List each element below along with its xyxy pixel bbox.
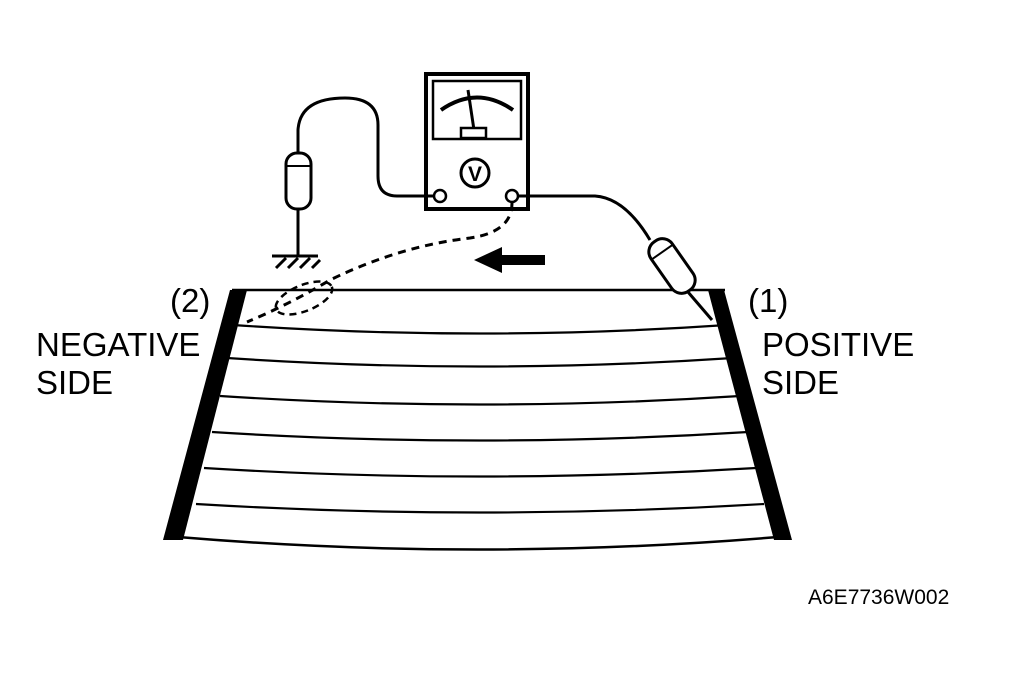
moving-probe-dashed xyxy=(274,280,334,316)
window-bottom-edge xyxy=(177,535,779,551)
positive-bus-bar xyxy=(708,290,792,540)
heating-line xyxy=(226,356,734,368)
heating-line xyxy=(195,502,765,514)
negative-side-label-line2: SIDE xyxy=(36,364,114,401)
voltmeter-needle xyxy=(466,89,476,131)
positive-side-number: (1) xyxy=(748,282,789,319)
negative-lead-wire xyxy=(296,96,434,198)
voltmeter-needle-pivot xyxy=(459,126,488,140)
positive-side-label-line1: POSITIVE xyxy=(762,326,915,363)
positive-side-label-line2: SIDE xyxy=(762,364,840,401)
heating-line xyxy=(203,466,757,478)
negative-probe xyxy=(284,151,313,211)
ground-icon xyxy=(272,254,322,270)
positive-probe-tip xyxy=(686,291,714,321)
voltmeter-symbol-circle xyxy=(459,157,491,189)
voltmeter-scale-arc xyxy=(439,95,515,112)
heating-line xyxy=(232,323,728,335)
direction-arrow-icon xyxy=(474,247,545,273)
voltmeter-symbol: V xyxy=(468,163,482,186)
moving-lead-dashed xyxy=(246,202,514,324)
positive-probe xyxy=(647,237,697,295)
negative-side-label-line1: NEGATIVE xyxy=(36,326,201,363)
negative-side-number: (2) xyxy=(170,282,211,319)
heating-element-lines xyxy=(195,323,765,514)
rear-window xyxy=(177,288,779,551)
positive-lead-wire xyxy=(518,194,652,241)
figure-code: A6E7736W002 xyxy=(808,586,950,609)
heating-line xyxy=(211,430,749,442)
heating-line xyxy=(219,394,741,406)
voltmeter-terminal-positive xyxy=(504,188,520,204)
negative-bus-bar xyxy=(163,290,247,540)
voltmeter-terminal-negative xyxy=(432,188,448,204)
voltmeter: V xyxy=(424,72,530,211)
